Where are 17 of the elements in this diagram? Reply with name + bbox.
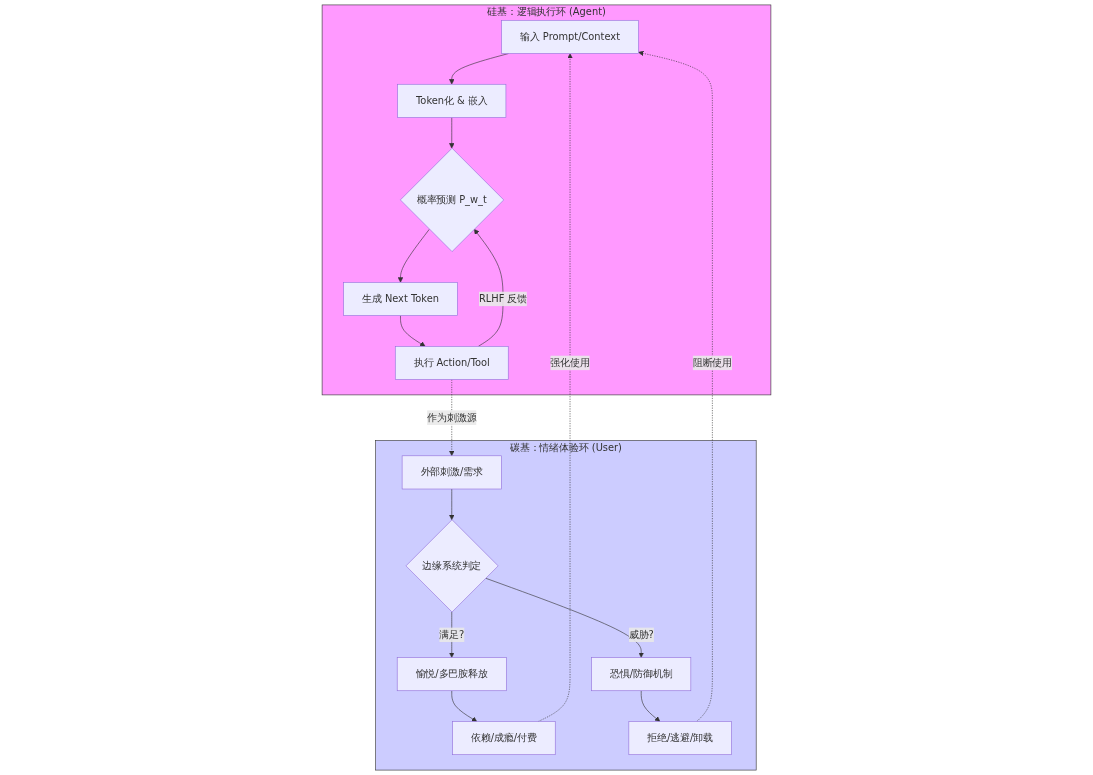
node-box: 执行 Action/Tool — [394, 346, 509, 380]
node-box: Token化 & 嵌入 — [397, 83, 507, 118]
node-box: 输入 Prompt/Context — [501, 20, 639, 54]
node-box: 生成 Next Token — [343, 282, 458, 316]
edge-label: 强化使用 — [550, 356, 590, 369]
node-box: 外部刺激/需求 — [401, 455, 502, 490]
node-box: 愉悦/多巴胺释放 — [396, 657, 507, 692]
edge-label: 满足? — [439, 628, 465, 641]
node-box: 拒绝/逃避/卸载 — [628, 721, 732, 755]
node-box: 依赖/成瘾/付费 — [452, 721, 556, 755]
edge-label: 作为刺激源 — [427, 411, 477, 424]
node-diamond: 概率预测 P_w_t — [400, 147, 505, 252]
edge-label: 阻断使用 — [692, 356, 733, 369]
node-box: 恐惧/防御机制 — [591, 657, 692, 692]
edge-label: 威胁? — [628, 628, 654, 641]
edge-label: RLHF 反馈 — [478, 292, 528, 305]
node-diamond: 边缘系统判定 — [405, 519, 499, 613]
